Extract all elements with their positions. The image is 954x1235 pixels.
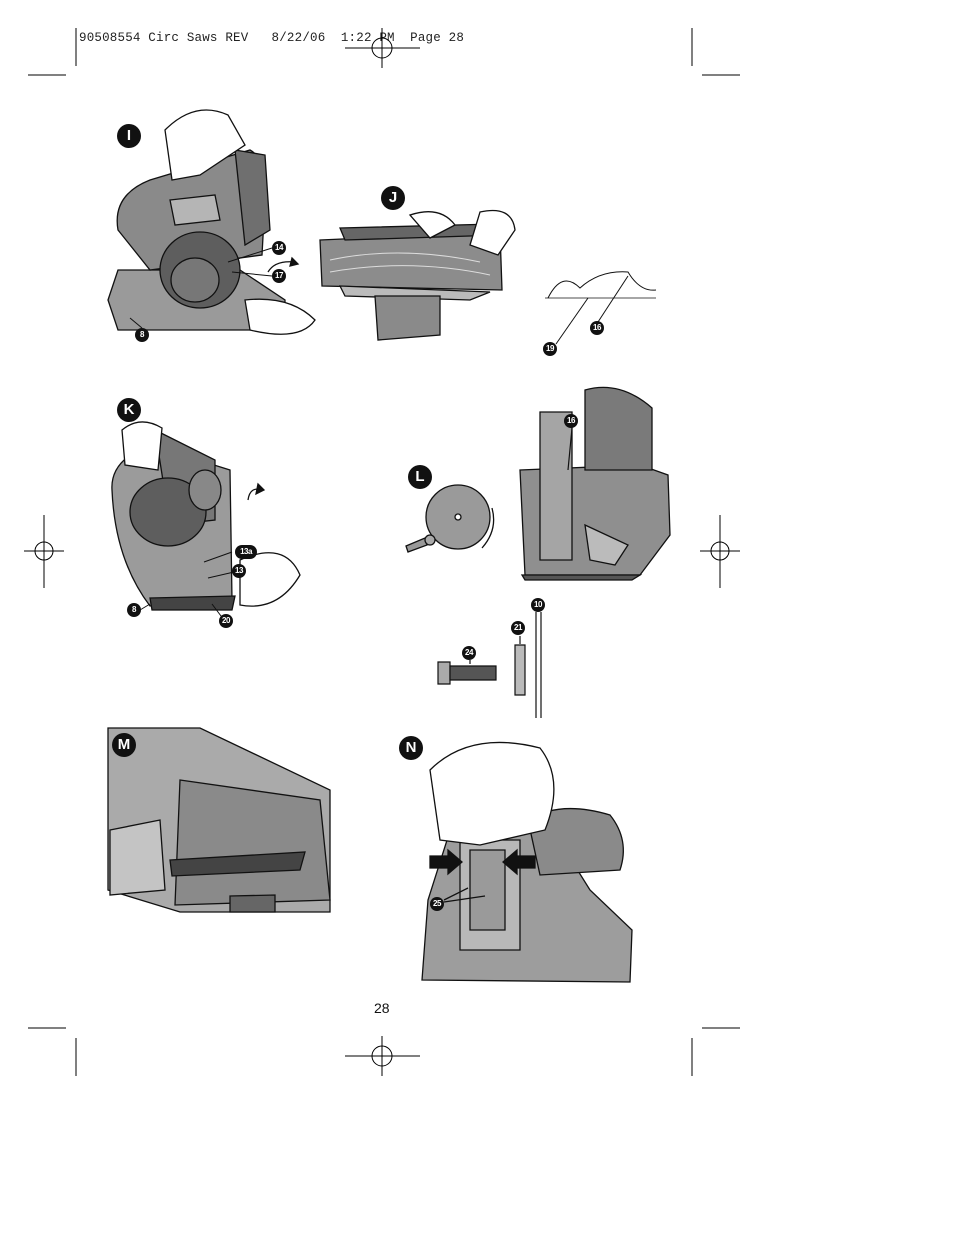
callout-8: 8 (135, 328, 149, 342)
registration-mark-left (24, 515, 64, 588)
crop-marks (28, 28, 740, 1076)
callout-8: 8 (127, 603, 141, 617)
registration-mark-top (345, 28, 420, 68)
figure-m-illustration (107, 727, 331, 913)
callout-24: 24 (462, 646, 476, 660)
figure-letter-m: M (112, 733, 136, 757)
figure-j-cut-detail (545, 271, 657, 345)
figure-i-illustration (107, 109, 316, 335)
figure-l-illustration (405, 386, 671, 581)
callout-25: 25 (430, 897, 444, 911)
page-number: 28 (374, 1000, 390, 1016)
callout-16: 16 (564, 414, 578, 428)
callout-10: 10 (531, 598, 545, 612)
callout-19: 19 (543, 342, 557, 356)
callout-13: 13 (232, 564, 246, 578)
callout-20: 20 (219, 614, 233, 628)
callout-16: 16 (590, 321, 604, 335)
callout-13a: 13a (235, 545, 257, 559)
figure-letter-n: N (399, 736, 423, 760)
figure-l-exploded-parts (437, 427, 573, 718)
callout-17: 17 (272, 269, 286, 283)
figure-i-leaders (129, 247, 273, 329)
figure-letter-i: I (117, 124, 141, 148)
figure-j-illustration (319, 209, 516, 341)
figure-letter-j: J (381, 186, 405, 210)
callout-21: 21 (511, 621, 525, 635)
figure-letter-k: K (117, 398, 141, 422)
callout-14: 14 (272, 241, 286, 255)
figure-letter-l: L (408, 465, 432, 489)
figure-k-illustration (111, 421, 301, 611)
registration-mark-right (700, 515, 740, 588)
registration-mark-bottom (345, 1036, 420, 1076)
figure-n-illustration (421, 741, 633, 983)
print-slug: 90508554 Circ Saws REV 8/22/06 1:22 PM P… (79, 31, 465, 45)
